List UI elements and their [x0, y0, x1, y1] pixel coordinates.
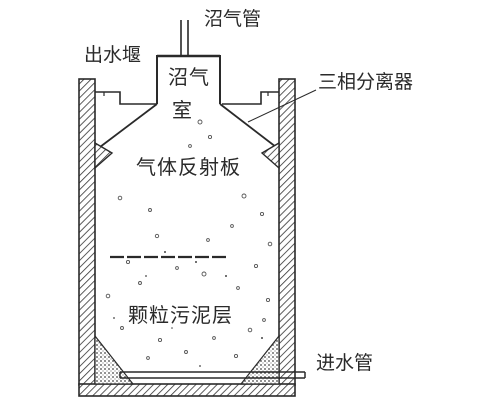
- sludge-specks: [113, 251, 263, 367]
- outlet-weir-label: 出水堰: [84, 44, 142, 66]
- separator-hood: [99, 103, 277, 148]
- inlet-pipe: [119, 371, 306, 379]
- separator-leader-line: [247, 89, 317, 123]
- bottom-fillets: [94, 334, 280, 385]
- gas-chamber-label-line2: 室: [172, 98, 193, 122]
- gas-deflectors: [94, 141, 280, 170]
- outlet-weir: [95, 91, 279, 105]
- gas-deflector-label: 气体反射板: [136, 155, 241, 179]
- biogas-pipe: [180, 20, 189, 56]
- sludge-granules: [105, 119, 273, 360]
- gas-chamber-label-line1: 沼气: [168, 65, 210, 89]
- granular-sludge-layer-label: 颗粒污泥层: [128, 303, 233, 327]
- biogas-pipe-label: 沼气管: [204, 8, 262, 30]
- inlet-pipe-label: 进水管: [316, 352, 374, 374]
- tank-walls: [78, 78, 296, 397]
- three-phase-separator-label: 三相分离器: [318, 71, 414, 93]
